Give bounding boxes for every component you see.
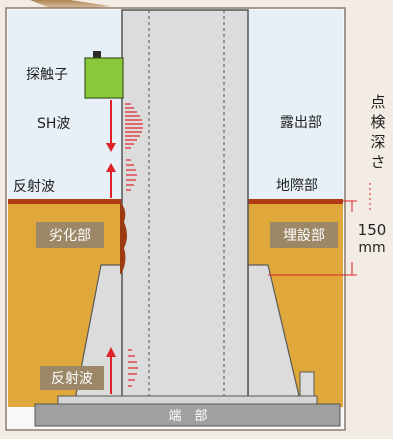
degraded-part-box xyxy=(36,222,104,248)
inspection-depth-char-4: さ xyxy=(370,153,385,171)
base-end-block xyxy=(34,403,341,427)
depth-unit: mm xyxy=(358,240,385,256)
probe-cap xyxy=(93,51,101,58)
base-end-label: 端 部 xyxy=(168,409,207,424)
reflected-waveform-lower xyxy=(128,349,138,387)
degraded-part-label: 劣化部 xyxy=(49,228,91,244)
inspection-depth-char-2: 検 xyxy=(370,113,385,131)
exposed-part-label: 露出部 xyxy=(280,115,322,131)
buried-part-box xyxy=(270,222,338,248)
probe-icon xyxy=(84,57,124,99)
upward-arrow-upper-head xyxy=(106,163,116,172)
top-decoration xyxy=(30,0,110,12)
inspection-depth-label: 点 検 深 さ xyxy=(370,93,385,171)
sh-wave-label: SH波 xyxy=(37,116,70,132)
upward-arrow-lower-head xyxy=(106,347,116,357)
inspection-depth-char-1: 点 xyxy=(370,93,385,111)
reflected-waveform-upper xyxy=(126,159,137,191)
base-plate xyxy=(57,395,318,405)
inspection-depth-char-3: 深 xyxy=(370,133,385,151)
sh-wave-waveform xyxy=(125,103,143,149)
reflected-wave-lower-box xyxy=(40,366,104,390)
reflected-wave-upper-label: 反射波 xyxy=(13,179,55,195)
degraded-spot xyxy=(120,202,127,274)
depth-value: 150 xyxy=(358,221,387,239)
buried-part-label: 埋設部 xyxy=(283,228,325,244)
pole-body xyxy=(121,9,249,401)
probe-label: 探触子 xyxy=(26,67,68,83)
reflected-wave-lower-label: 反射波 xyxy=(51,371,93,387)
downward-arrow-head xyxy=(106,143,116,152)
ground-boundary-label: 地際部 xyxy=(276,178,318,194)
